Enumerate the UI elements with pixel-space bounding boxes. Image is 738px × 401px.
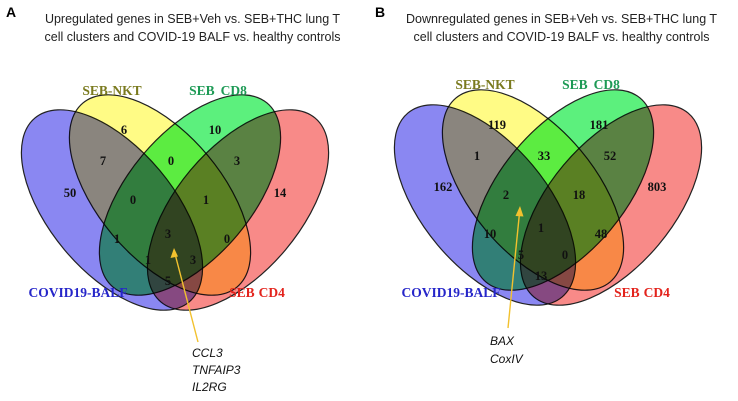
count-cd8-covid: 1 <box>114 232 120 246</box>
count-nkt-covid: 7 <box>100 154 106 168</box>
panel-title: Upregulated genes in SEB+Veh vs. SEB+THC… <box>30 10 355 46</box>
annotation-arrowhead <box>515 206 524 217</box>
panel-letter: A <box>6 4 17 20</box>
count-nkt-cd4-covid: 3 <box>190 253 196 267</box>
panel-title: Downregulated genes in SEB+Veh vs. SEB+T… <box>399 10 724 46</box>
set-label-seb-nkt: SEB-NKT <box>455 77 514 92</box>
panel-letter: B <box>375 4 386 20</box>
gene-label: BAX <box>490 334 515 348</box>
count-cd8-cd4: 52 <box>604 149 617 163</box>
set-label-seb-nkt: SEB-NKT <box>82 83 141 98</box>
annotation-arrow <box>173 249 199 343</box>
count-cd8-cd4: 3 <box>234 154 240 168</box>
set-label-covid: COVID19-BALF <box>28 285 127 300</box>
annotation-arrowhead <box>170 248 178 258</box>
count-covid-only: 162 <box>434 180 453 194</box>
gene-label: TNFAIP3 <box>192 363 241 377</box>
count-nkt-cd4: 48 <box>595 227 608 241</box>
annotation-arrow <box>507 207 521 329</box>
count-cd8-cd4-covid: 1 <box>145 253 151 267</box>
venn-panel-b: B Downregulated genes in SEB+Veh vs. SEB… <box>369 0 738 401</box>
count-cd4-covid: 13 <box>535 269 548 283</box>
count-nkt-covid: 1 <box>474 149 480 163</box>
count-nkt-cd4: 0 <box>224 232 230 246</box>
count-nkt-cd8-covid: 0 <box>130 193 136 207</box>
count-covid-only: 50 <box>64 186 77 200</box>
venn-panel-a: A Upregulated genes in SEB+Veh vs. SEB+T… <box>6 4 355 394</box>
count-cd8-cd4-covid: 5 <box>518 248 524 262</box>
seb-cd4-ellipse <box>146 109 330 311</box>
gene-label: IL2RG <box>192 380 227 394</box>
count-cd4-only: 14 <box>274 186 287 200</box>
title-line-2: cell clusters and COVID-19 BALF vs. heal… <box>413 30 710 44</box>
count-nkt-cd8: 0 <box>168 154 174 168</box>
title-line-1: Upregulated genes in SEB+Veh vs. SEB+THC… <box>44 12 341 26</box>
seb-cd4-ellipse <box>519 104 703 306</box>
count-nkt-cd4-covid: 0 <box>562 248 568 262</box>
gene-label: CoxIV <box>490 352 524 366</box>
count-nkt-only: 6 <box>121 123 127 137</box>
count-nkt-cd8-covid: 2 <box>503 188 509 202</box>
title-line-2: cell clusters and COVID-19 BALF vs. heal… <box>44 30 341 44</box>
gene-label: CCL3 <box>192 346 223 360</box>
count-all-four: 1 <box>538 221 544 235</box>
count-all-four: 3 <box>165 227 171 241</box>
count-nkt-cd8-cd4: 1 <box>203 193 209 207</box>
count-nkt-only: 119 <box>488 118 506 132</box>
title-line-1: Downregulated genes in SEB+Veh vs. SEB+T… <box>405 12 718 26</box>
set-label-covid: COVID19-BALF <box>401 285 500 300</box>
count-cd4-only: 803 <box>648 180 667 194</box>
count-cd8-covid: 10 <box>484 227 497 241</box>
count-cd8-only: 10 <box>209 123 222 137</box>
count-cd8-only: 181 <box>590 118 609 132</box>
count-nkt-cd8: 33 <box>538 149 551 163</box>
count-nkt-cd8-cd4: 18 <box>573 188 586 202</box>
count-cd4-covid: 5 <box>165 274 171 288</box>
